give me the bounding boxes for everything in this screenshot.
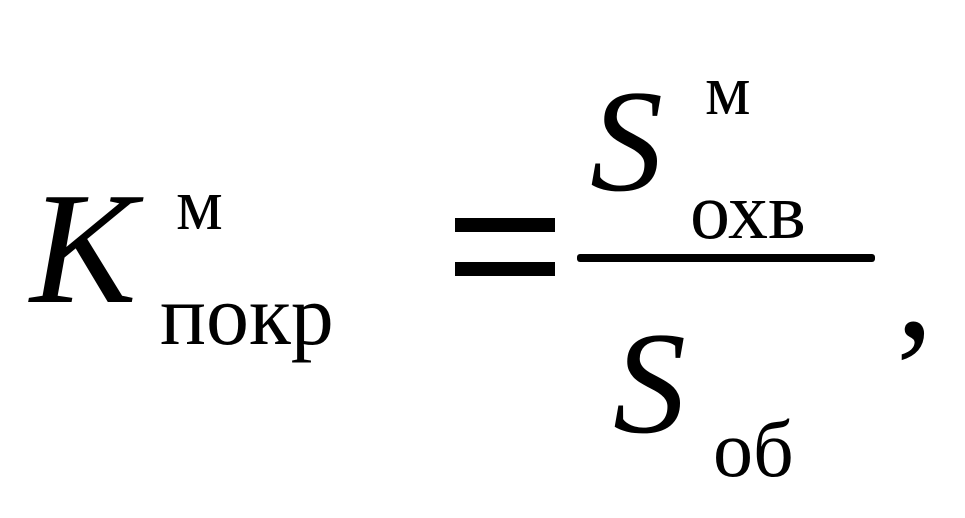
lhs-subscript: покр xyxy=(160,267,334,363)
denominator-main-symbol: S xyxy=(613,302,686,464)
numerator-subscript: охв xyxy=(690,168,806,256)
lhs-superscript: м xyxy=(176,164,223,246)
numerator-main-symbol: S xyxy=(590,60,663,222)
numerator-superscript: м xyxy=(705,50,751,130)
equals-bar-top xyxy=(455,218,555,232)
denominator-subscript: об xyxy=(713,406,794,494)
trailing-comma: , xyxy=(896,204,934,370)
fraction-bar xyxy=(577,254,875,262)
equals-bar-bottom xyxy=(455,262,555,276)
lhs-main-symbol: K xyxy=(30,159,137,337)
